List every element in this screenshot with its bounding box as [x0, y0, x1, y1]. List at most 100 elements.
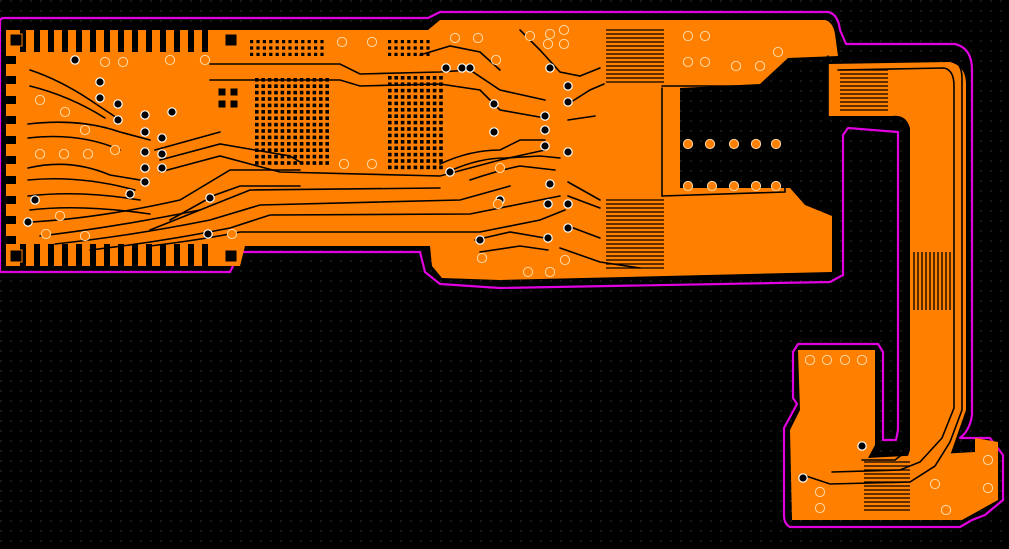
bga-ball	[394, 46, 398, 50]
bga-ball	[314, 46, 318, 50]
via	[545, 179, 555, 189]
vias	[23, 55, 867, 483]
via	[563, 81, 573, 91]
via	[489, 127, 499, 137]
bga-ball	[280, 103, 285, 108]
bga-ball	[388, 95, 392, 99]
bga-ball	[287, 154, 291, 159]
bga-ball	[439, 159, 443, 163]
pad	[490, 54, 502, 66]
bga-ball	[261, 97, 265, 101]
bga-ball	[432, 152, 437, 157]
bga-ball	[267, 135, 272, 140]
via	[457, 63, 467, 73]
pad	[79, 230, 91, 242]
pad	[804, 354, 816, 366]
bga-ball	[400, 120, 405, 125]
bga-ball	[267, 129, 272, 133]
bga-ball	[287, 110, 291, 114]
bga-ball	[306, 142, 310, 146]
pad	[40, 228, 52, 240]
fine-pitch-bus-vertical	[913, 252, 951, 310]
bga-ball	[293, 90, 297, 95]
bga-ball	[388, 52, 392, 56]
bga-ball	[407, 127, 411, 131]
bga-ball	[261, 78, 265, 82]
bga-ball	[255, 135, 259, 140]
bga-ball	[274, 135, 278, 140]
pad	[856, 354, 868, 366]
bga-ball	[274, 110, 278, 114]
pad	[58, 148, 70, 160]
via	[540, 141, 550, 151]
bga-ball	[255, 122, 259, 127]
pad	[34, 94, 46, 106]
bga-ball	[312, 97, 317, 101]
bga-ball	[319, 148, 323, 152]
pad	[558, 24, 570, 36]
bga-ball	[407, 95, 411, 99]
pad	[449, 32, 461, 44]
bga-ball	[280, 142, 285, 146]
bga-ball	[261, 122, 265, 127]
bga-ball	[274, 148, 278, 152]
bga-ball	[287, 84, 291, 88]
bga-ball	[267, 161, 272, 165]
bga-ball	[267, 142, 272, 146]
bga-ball	[420, 133, 424, 138]
bga-ball	[269, 46, 273, 50]
bga-ball	[306, 110, 310, 114]
bga-ball	[394, 108, 398, 112]
bga-ball	[439, 165, 443, 170]
bga-ball	[261, 90, 265, 95]
bga-ball	[439, 88, 443, 93]
bga-ball	[413, 127, 418, 131]
via	[563, 97, 573, 107]
bga-ball	[306, 116, 310, 120]
bga-ball	[293, 103, 297, 108]
bga-ball	[256, 46, 260, 50]
bga-ball	[306, 90, 310, 95]
pad	[82, 148, 94, 160]
pad	[476, 252, 488, 264]
bga-ball	[420, 152, 424, 157]
connector-fingers-bottom	[20, 244, 208, 266]
bga-ball	[407, 46, 411, 50]
pad	[544, 28, 556, 40]
bga-ball	[426, 127, 430, 131]
bga-ball	[293, 154, 297, 159]
bga-ball	[306, 78, 310, 82]
via	[543, 199, 553, 209]
bga-ball	[255, 97, 259, 101]
bga-ball	[280, 161, 285, 165]
bga-strip-top	[250, 40, 430, 56]
pad	[34, 148, 46, 160]
bga-ball	[420, 108, 424, 112]
bga-ball	[420, 52, 424, 56]
bga-ball	[288, 52, 292, 56]
via	[140, 110, 150, 120]
bga-ball	[312, 135, 317, 140]
bga-ball	[288, 46, 292, 50]
bga-ball	[299, 148, 304, 152]
pad	[704, 138, 716, 150]
bga-ball	[287, 148, 291, 152]
bga-ball	[325, 103, 329, 108]
bga-ball	[426, 82, 430, 86]
bga-ball	[320, 46, 324, 50]
via	[543, 233, 553, 243]
bga-ball	[274, 142, 278, 146]
bga-ball	[407, 120, 411, 125]
bga-ball	[407, 108, 411, 112]
via	[140, 127, 150, 137]
bga-ball	[319, 97, 323, 101]
via	[798, 473, 808, 483]
pad	[982, 454, 994, 466]
bga-ball	[439, 127, 443, 131]
via	[563, 223, 573, 233]
via	[203, 229, 213, 239]
bga-ball	[255, 129, 259, 133]
bga-ball	[394, 140, 398, 144]
bga-ball	[267, 97, 272, 101]
